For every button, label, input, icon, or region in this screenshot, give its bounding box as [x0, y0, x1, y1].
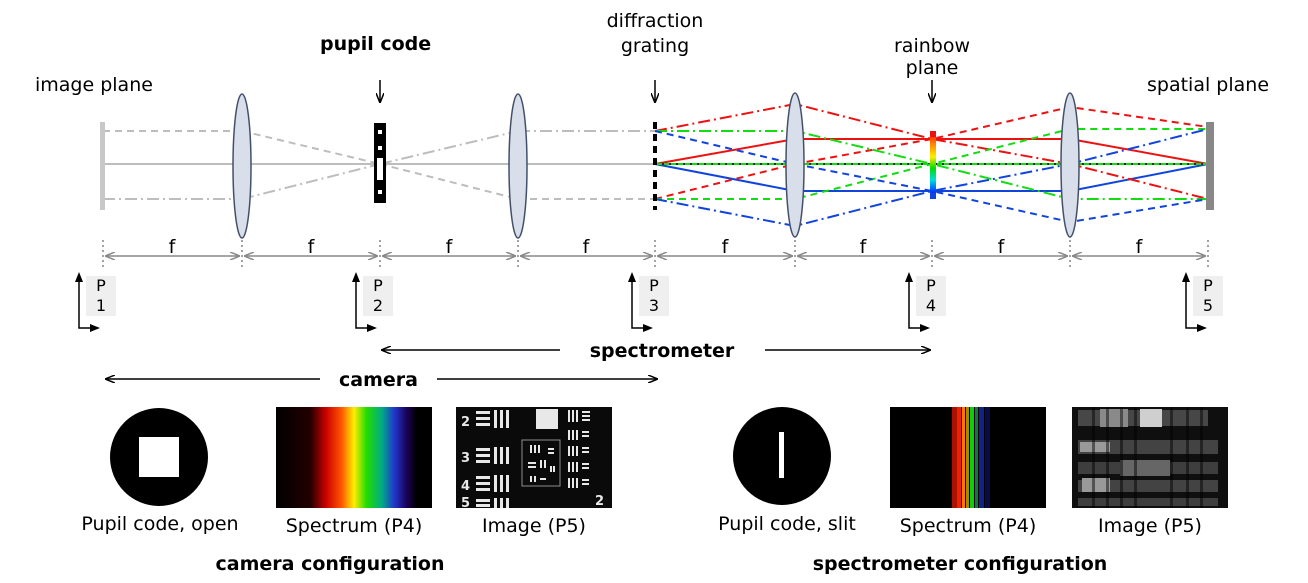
- spectrometer-config-title: spectrometer configuration: [812, 553, 1108, 575]
- f-label-5: f: [721, 236, 729, 258]
- target-number-3: 3: [461, 451, 470, 466]
- target-number-2: 2: [461, 415, 470, 430]
- spatial-plane-element: [1206, 122, 1214, 210]
- image-plane-label: image plane: [35, 74, 153, 96]
- f-label-3: f: [445, 236, 453, 258]
- caption-image-spectrometer: Image (P5): [1098, 515, 1202, 537]
- span-arrows: [106, 350, 930, 379]
- spectrometer-span-label: spectrometer: [589, 340, 735, 362]
- spectrum-slit-thumb: [890, 407, 1046, 508]
- pupil-code-label: pupil code: [320, 33, 432, 55]
- lens-2: [508, 93, 528, 239]
- image-plane-element: [100, 122, 105, 210]
- lens-1: [232, 93, 252, 239]
- lenses: [232, 92, 1080, 239]
- target-number-5: 5: [461, 496, 470, 511]
- pupil-code-element: [374, 123, 386, 203]
- f-label-6: f: [859, 236, 867, 258]
- caption-pupil-open: Pupil code, open: [81, 513, 239, 535]
- f-label-1: f: [168, 236, 176, 258]
- camera-span-label: camera: [339, 369, 418, 391]
- caption-spectrum-spectrometer: Spectrum (P4): [899, 515, 1037, 537]
- plane-markers: [102, 240, 1209, 270]
- pupil-slit-thumb: [733, 407, 831, 505]
- lens-3: [785, 92, 805, 238]
- f-label-4: f: [582, 236, 590, 258]
- caption-image-camera: Image (P5): [482, 515, 586, 537]
- spatial-plane-label: spatial plane: [1147, 74, 1270, 96]
- target-numbers: 2 3 4 5 2: [461, 415, 604, 511]
- camera-config-title: camera configuration: [215, 553, 445, 575]
- image-open-thumb: 2 3 4 5 2: [456, 407, 612, 511]
- f-label-8: f: [1135, 236, 1143, 258]
- spectrum-open-thumb: [276, 407, 432, 508]
- caption-spectrum-camera: Spectrum (P4): [285, 515, 423, 537]
- lens-4: [1060, 92, 1080, 238]
- target-number-2b: 2: [595, 494, 604, 509]
- rainbow-strip: [930, 131, 936, 199]
- diffraction-label-line2: grating: [620, 35, 690, 57]
- target-number-4: 4: [461, 479, 470, 494]
- rainbow-label-line1: rainbow: [894, 35, 970, 57]
- indicator-arrows: [380, 80, 932, 102]
- diffraction-label-line1: diffraction: [606, 10, 704, 32]
- image-slit-thumb: [1072, 407, 1228, 508]
- pupil-open-thumb: [110, 408, 208, 506]
- rainbow-label-line2: plane: [905, 57, 959, 79]
- caption-pupil-slit: Pupil code, slit: [718, 513, 856, 535]
- f-label-7: f: [997, 236, 1005, 258]
- f-label-2: f: [307, 236, 315, 258]
